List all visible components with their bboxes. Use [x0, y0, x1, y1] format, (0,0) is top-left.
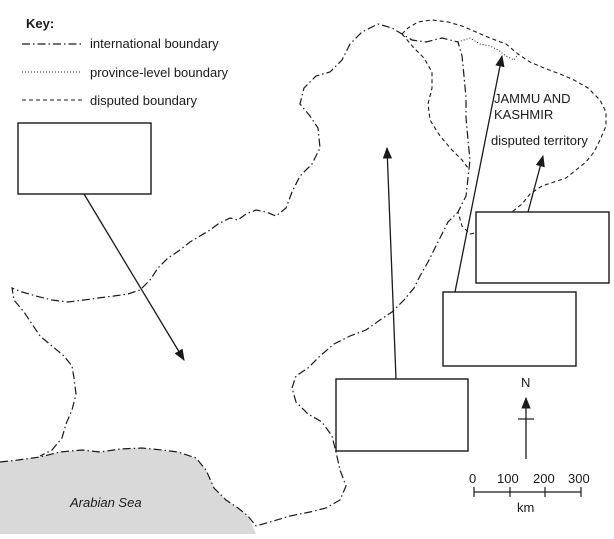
sea-label: Arabian Sea — [69, 495, 142, 510]
province-boundary — [457, 37, 521, 61]
region-label-line1: JAMMU AND — [494, 91, 571, 106]
north-label: N — [521, 375, 530, 390]
scale-tick-label-100: 100 — [497, 471, 519, 486]
disputed-boundary — [401, 19, 607, 235]
answer-box-2[interactable] — [335, 378, 469, 452]
pointer-arrow-3 — [454, 54, 505, 293]
scale-tick-label-200: 200 — [533, 471, 555, 486]
region-sub-label: disputed territory — [491, 133, 588, 148]
region-label-line2: KASHMIR — [494, 107, 553, 122]
pointer-arrow-4 — [527, 154, 545, 213]
arabian-sea-area — [0, 448, 256, 534]
scale-tick-label-300: 300 — [568, 471, 590, 486]
key-province-label: province-level boundary — [90, 65, 229, 80]
pointer-arrow-1 — [83, 193, 185, 362]
answer-box-1[interactable] — [17, 122, 152, 195]
pointer-arrow-2 — [382, 146, 397, 380]
international-boundary — [0, 23, 471, 527]
answer-box-3[interactable] — [442, 291, 577, 367]
scale-unit: km — [517, 500, 534, 515]
north-arrow: N — [518, 375, 534, 459]
answer-box-4[interactable] — [475, 211, 610, 284]
scale-bar: 0 100 200 300 km — [469, 471, 590, 515]
scale-tick-label-0: 0 — [469, 471, 476, 486]
key-disputed-label: disputed boundary — [90, 93, 197, 108]
key-title: Key: — [26, 16, 54, 31]
key-international-label: international boundary — [90, 36, 219, 51]
